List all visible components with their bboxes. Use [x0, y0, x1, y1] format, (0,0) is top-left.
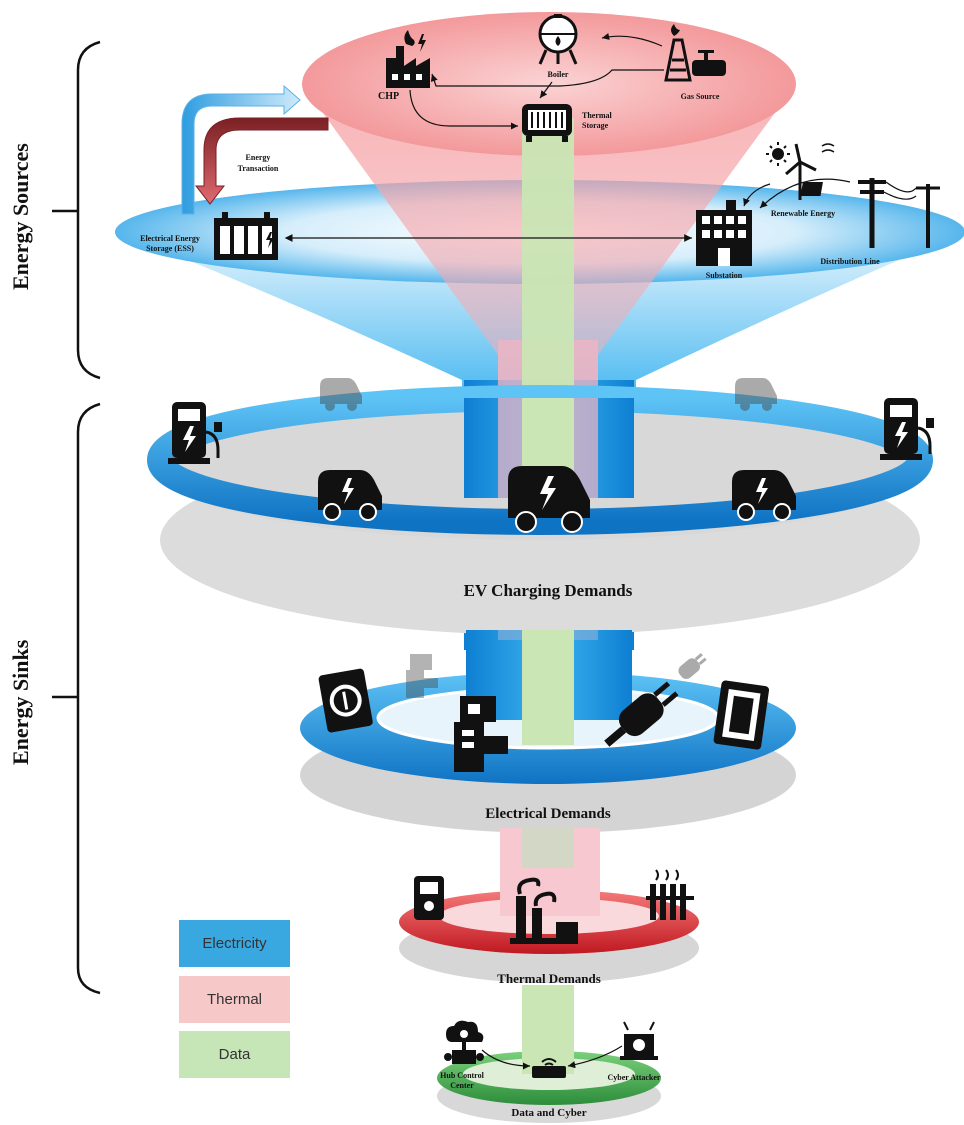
ess-label: Electrical Energy: [140, 234, 200, 243]
energy-sinks-label: Energy Sinks: [8, 639, 33, 765]
ess-battery-icon: [214, 212, 278, 260]
sources-bracket: [76, 40, 101, 380]
hub-control-icon: [444, 1020, 484, 1064]
attacker-to-router-arrow: [567, 1045, 623, 1069]
distribution-line-label: Distribution Line: [820, 257, 880, 266]
substation-icon: [696, 200, 752, 266]
legend-thermal: Thermal: [179, 976, 290, 1023]
appliance-icon: [454, 696, 508, 772]
distribution-line-icon: [858, 178, 940, 248]
distribution-to-substation-arrow: [759, 178, 851, 209]
thermal-storage-icon: [522, 104, 572, 142]
energy-sources-label: Energy Sources: [8, 143, 33, 290]
radiator-icon: [646, 869, 694, 920]
boiler-icon: [538, 14, 578, 65]
legend-data-label: Data: [218, 1046, 251, 1063]
energy-transaction-label: Energy: [246, 153, 271, 162]
boiler-label: Boiler: [548, 70, 569, 79]
data-cyber-label: Data and Cyber: [511, 1107, 586, 1119]
hub-control-label-2: Center: [450, 1081, 474, 1090]
thermal-demands-label: Thermal Demands: [497, 971, 601, 986]
ev-van-icon-right: [732, 470, 796, 521]
factory-icon: [510, 877, 578, 944]
cyber-attacker-label: Cyber Attacker: [608, 1073, 661, 1082]
transaction-in-arrow: [194, 117, 329, 205]
ev-van-icon: [318, 470, 382, 521]
chp-to-storage-arrow: [409, 89, 518, 130]
switch-icon: [713, 680, 770, 750]
gas-to-boiler-arrow: [601, 32, 663, 47]
legend-data: Data: [179, 1031, 290, 1078]
electrical-demands-label: Electrical Demands: [485, 806, 611, 822]
substation-label: Substation: [706, 271, 743, 280]
renewable-to-substation-arrow: [743, 183, 771, 207]
plug-icon: [604, 681, 679, 747]
boiler-to-storage-arrow: [539, 81, 553, 99]
ev-van-icon-center: [508, 466, 590, 533]
gas-source-icon: [664, 24, 726, 82]
renewable-energy-icon: [766, 142, 835, 200]
transaction-out-arrow: [181, 84, 301, 215]
socket-icon: [318, 668, 373, 733]
legend-thermal-label: Thermal: [206, 991, 262, 1008]
legend-electricity-label: Electricity: [202, 935, 267, 952]
thermal-storage-label-2: Storage: [582, 121, 609, 130]
renewable-label: Renewable Energy: [771, 209, 835, 218]
legend-electricity: Electricity: [179, 920, 290, 967]
charging-station-icon-right: [880, 398, 934, 460]
ev-van-faded-icon-right: [735, 378, 777, 411]
thermal-storage-label: Thermal: [582, 111, 613, 120]
charging-station-icon: [168, 402, 222, 464]
appliance-faded-icon: [406, 654, 438, 698]
cyber-attacker-icon: [620, 1021, 658, 1060]
ev-charging-label: EV Charging Demands: [464, 581, 633, 600]
gas-to-chp-arrow: [430, 69, 664, 87]
ess-label-2: Storage (ESS): [146, 244, 194, 253]
hub-control-label: Hub Control: [440, 1071, 484, 1080]
router-icon: [532, 1058, 566, 1078]
sinks-bracket: [76, 402, 101, 995]
chp-label: CHP: [378, 91, 399, 102]
ev-van-faded-icon: [320, 378, 362, 411]
chp-icon: [386, 30, 430, 88]
plug-faded-icon: [678, 653, 707, 680]
heater-icon: [414, 876, 444, 920]
energy-transaction-label-2: Transaction: [238, 164, 279, 173]
electrical-data-pass: [522, 640, 574, 745]
gas-source-label: Gas Source: [681, 92, 720, 101]
hub-to-router-arrow: [481, 1049, 531, 1070]
